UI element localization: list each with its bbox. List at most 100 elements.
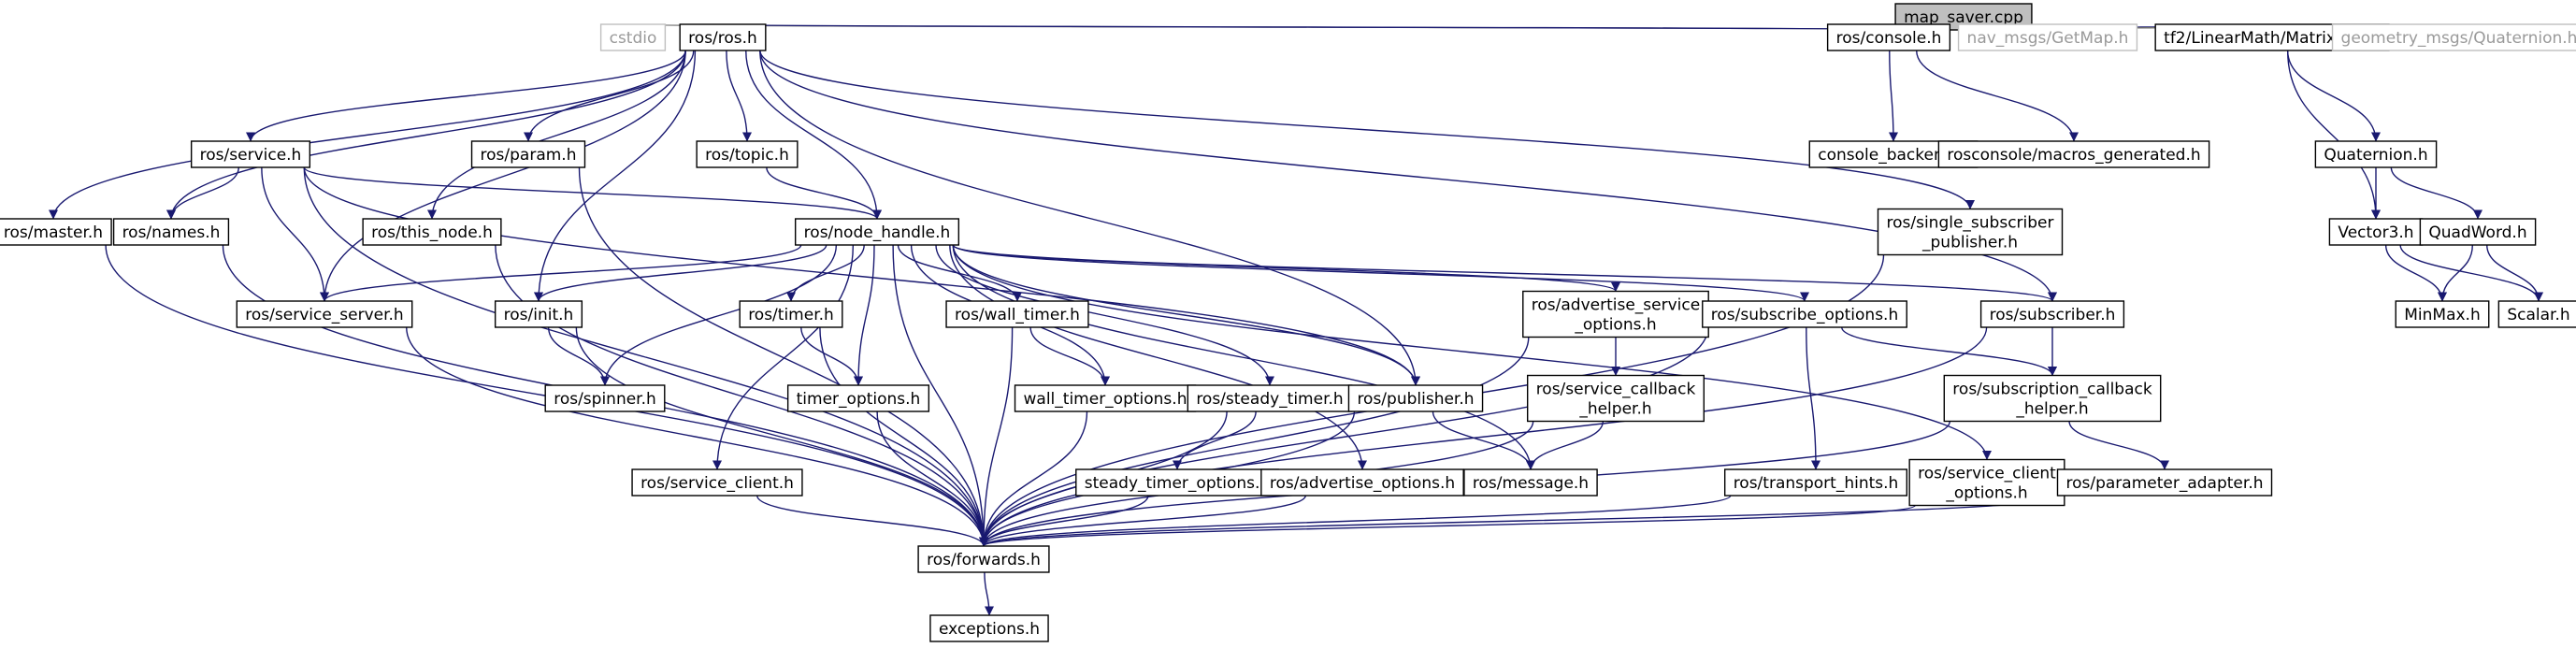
edge-ros-console-to-console-backend [1888,50,1898,142]
node-scalar[interactable]: Scalar.h [2497,300,2576,328]
node-ros-this-node[interactable]: ros/this_node.h [362,218,502,246]
node-ros-adv-service-opts[interactable]: ros/advertise_service_options.h [1522,290,1709,338]
node-label: ros/forwards.h [927,551,1041,569]
node-ros-spinner[interactable]: ros/spinner.h [544,384,666,412]
node-ros-init[interactable]: ros/init.h [494,300,583,328]
edge-ros-node-handle-to-ros-service-client-opts [952,244,1992,460]
node-box [945,300,1089,328]
node-ros-single-sub-pub[interactable]: ros/single_subscriber_publisher.h [1877,208,2064,256]
node-ros-service-client[interactable]: ros/service_client.h [631,468,803,497]
node-label: map_saver.cpp [1904,8,2023,27]
node-geom-quat[interactable]: geometry_msgs/Quaternion.h [2331,23,2576,51]
edge-vector3-to-minmax [2384,244,2447,302]
node-box [362,218,502,246]
node-macros-generated[interactable]: rosconsole/macros_generated.h [1937,140,2210,168]
node-box [112,218,230,246]
node-ros-timer[interactable]: ros/timer.h [739,300,843,328]
edge-ros-node-handle-to-ros-timer [786,244,865,302]
node-ros-wall-timer[interactable]: ros/wall_timer.h [945,300,1089,328]
node-vector3[interactable]: Vector3.h [2328,218,2424,246]
node-box [1937,140,2210,168]
edge-ros-service-to-ros-node-handle [303,166,882,220]
edge-quaternion-to-quadword [2390,166,2482,220]
edge-quadword-to-scalar [2486,244,2543,302]
node-ros-parameter-adapter[interactable]: ros/parameter_adapter.h [2056,468,2273,497]
node-ros-publisher[interactable]: ros/publisher.h [1347,384,1484,412]
edge-ros-ros-to-ros-service [246,50,686,142]
node-ros-subscriber[interactable]: ros/subscriber.h [1979,300,2125,328]
node-ros-names[interactable]: ros/names.h [112,218,230,246]
edge-ros-adv-service-opts-to-ros-forwards [979,337,1530,547]
node-ros-subscribe-opts[interactable]: ros/subscribe_options.h [1702,300,1907,328]
node-quadword[interactable]: QuadWord.h [2419,218,2537,246]
node-label: ros/parameter_adapter.h [2066,474,2264,493]
node-wall-timer-options[interactable]: wall_timer_options.h [1014,384,1197,412]
edge-tf2-matrix-to-vector3 [2286,50,2381,220]
node-box [470,140,586,168]
edge-ros-timer-to-ros-forwards [819,326,988,547]
node-ros-service[interactable]: ros/service.h [190,140,311,168]
node-quaternion[interactable]: Quaternion.h [2314,140,2438,168]
node-label: ros/this_node.h [371,223,493,242]
node-box [696,140,799,168]
edge-ros-node-handle-to-ros-message [952,244,1535,470]
node-ros-topic[interactable]: ros/topic.h [696,140,799,168]
node-label: ros/wall_timer.h [955,306,1080,324]
node-exceptions[interactable]: exceptions.h [929,614,1049,642]
node-ros-master[interactable]: ros/master.h [0,218,112,246]
edge-ros-service-cb-helper-to-ros-message [1526,421,1605,470]
node-ros-node-handle[interactable]: ros/node_handle.h [794,218,960,246]
node-ros-param[interactable]: ros/param.h [470,140,586,168]
node-box [917,545,1050,573]
node-label: timer_options.h [797,390,921,409]
node-ros-service-server[interactable]: ros/service_server.h [236,300,413,328]
node-label: ros/param.h [481,146,577,165]
node-cstdio[interactable]: cstdio [599,23,667,51]
node-ros-forwards[interactable]: ros/forwards.h [917,545,1050,573]
edge-ros-node-handle-to-ros-subscribe-opts [952,244,1809,302]
edge-ros-node-handle-to-timer-options [854,244,875,386]
node-label: ros/subscription_callback [1952,381,2152,399]
node-box [1522,290,1709,338]
node-ros-subscription-cb-helper[interactable]: ros/subscription_callback_helper.h [1943,374,2162,423]
node-label: console_backend.h [1818,146,1968,165]
node-ros-transport-hints[interactable]: ros/transport_hints.h [1723,468,1908,497]
edge-ros-ros-to-ros-master [49,50,686,220]
node-minmax[interactable]: MinMax.h [2395,300,2490,328]
node-nav-getmap[interactable]: nav_msgs/GetMap.h [1957,23,2138,51]
node-label: ros/master.h [4,223,103,242]
node-label: ros/console.h [1836,29,1942,48]
node-ros-service-cb-helper[interactable]: ros/service_callback_helper.h [1526,374,1705,423]
node-label: _options.h [1574,316,1656,335]
node-label: _helper.h [1578,400,1651,419]
node-ros-ros[interactable]: ros/ros.h [679,23,767,51]
node-box [1957,23,2138,51]
node-label: ros/subscribe_options.h [1711,306,1898,324]
node-box [2056,468,2273,497]
node-label: ros/service_client.h [640,474,794,493]
node-label: ros/spinner.h [554,390,656,409]
edge-vector3-to-scalar [2399,244,2543,302]
node-box [1702,300,1907,328]
node-box [2497,300,2576,328]
node-label: ros/service_server.h [245,306,403,324]
node-label: ros/advertise_options.h [1270,474,1455,493]
node-ros-steady-timer[interactable]: ros/steady_timer.h [1187,384,1353,412]
edge-ros-wall-timer-to-ros-forwards [979,326,1014,547]
edge-ros-ros-to-ros-topic [726,50,752,142]
node-ros-advertise-opts[interactable]: ros/advertise_options.h [1260,468,1464,497]
node-box [1347,384,1484,412]
node-label: _helper.h [2015,400,2088,419]
edge-ros-node-handle-to-ros-steady-timer [935,244,1274,386]
node-label: geometry_msgs/Quaternion.h [2341,29,2576,48]
edge-tf2-matrix-to-quaternion [2286,50,2381,142]
node-steady-timer-options[interactable]: steady_timer_options.h [1075,468,1279,497]
edge-ros-ros-to-ros-publisher [759,50,1420,386]
node-box [544,384,666,412]
node-ros-console[interactable]: ros/console.h [1826,23,1951,51]
node-label: MinMax.h [2404,306,2481,324]
node-ros-message[interactable]: ros/message.h [1463,468,1598,497]
node-timer-options[interactable]: timer_options.h [786,384,930,412]
node-ros-service-client-opts[interactable]: ros/service_client_options.h [1908,458,2065,507]
edge-ros-node-handle-to-ros-spinner [600,244,838,386]
